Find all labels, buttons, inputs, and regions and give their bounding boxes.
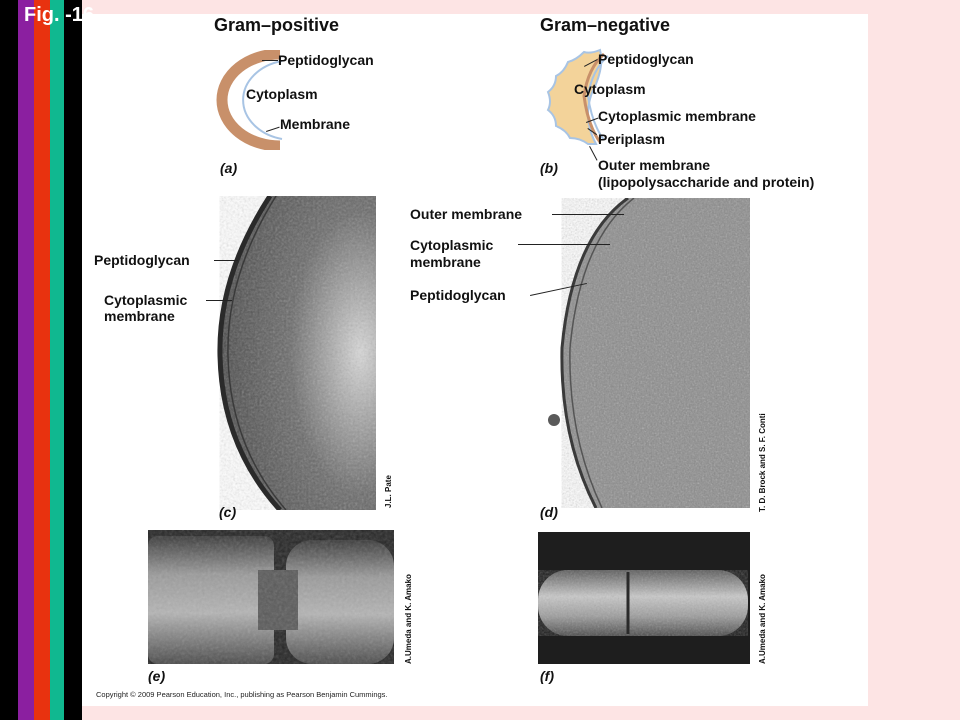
copyright-notice: Copyright © 2009 Pearson Education, Inc.… (96, 690, 388, 699)
e-credit: A.Umeda and K. Amako (404, 574, 413, 664)
black-stripe (0, 0, 18, 720)
gn-periplasm-label: Periplasm (598, 131, 665, 147)
figure-label: Fig. -16 (24, 4, 95, 26)
c-cytoplasmic-label: Cytoplasmic (104, 292, 188, 308)
d-membrane-label: membrane (410, 254, 481, 270)
d-cytoplasmic-membrane-leader (518, 244, 610, 245)
green-stripe (50, 0, 64, 720)
purple-stripe (18, 0, 34, 720)
gram-positive-sem-photo (148, 530, 394, 664)
d-cytoplasmic-label: Cytoplasmic (410, 237, 494, 253)
panel-c-label: (c) (219, 504, 237, 520)
c-cytoplasmic-membrane-leader (206, 300, 232, 301)
d-credit: T. D. Brock and S. F. Conti (758, 413, 767, 512)
panel-a-label: (a) (220, 160, 238, 176)
gn-cytoplasmic-membrane-label: Cytoplasmic membrane (598, 108, 756, 124)
gn-peptidoglycan-label: Peptidoglycan (598, 51, 694, 67)
gram-positive-envelope-diagram (216, 50, 283, 150)
gn-outer-membrane-detail: (lipopolysaccharide and protein) (598, 174, 815, 190)
panel-b-label: (b) (540, 160, 558, 176)
gram-negative-title: Gram–negative (540, 15, 671, 35)
c-peptidoglycan-leader (214, 260, 238, 261)
panel-f-label: (f) (540, 668, 554, 684)
gram-negative-envelope-diagram (546, 48, 609, 145)
d-outer-membrane-leader (552, 214, 624, 215)
gram-positive-title: Gram–positive (214, 15, 340, 35)
gp-cytoplasm-label: Cytoplasm (246, 86, 318, 102)
c-credit: J.L. Pate (384, 475, 393, 508)
red-stripe (34, 0, 50, 720)
panel-e-label: (e) (148, 668, 166, 684)
d-peptidoglycan-label: Peptidoglycan (410, 287, 506, 303)
gram-negative-sem-photo (538, 532, 750, 664)
gp-peptidoglycan-leader (262, 60, 278, 61)
f-credit: A.Umeda and K. Amako (758, 574, 767, 664)
black-stripe-inner (64, 0, 82, 720)
panel-d-label: (d) (540, 504, 558, 520)
gram-negative-micrograph (536, 198, 750, 508)
gp-membrane-label: Membrane (280, 116, 351, 132)
gram-positive-micrograph (200, 196, 376, 510)
gp-peptidoglycan-label: Peptidoglycan (278, 52, 374, 68)
gn-outer-membrane-label: Outer membrane (598, 157, 711, 173)
gn-cytoplasm-label: Cytoplasm (574, 81, 646, 97)
d-outer-membrane-label: Outer membrane (410, 206, 523, 222)
c-peptidoglycan-label: Peptidoglycan (94, 252, 190, 268)
c-membrane-label: membrane (104, 308, 175, 324)
